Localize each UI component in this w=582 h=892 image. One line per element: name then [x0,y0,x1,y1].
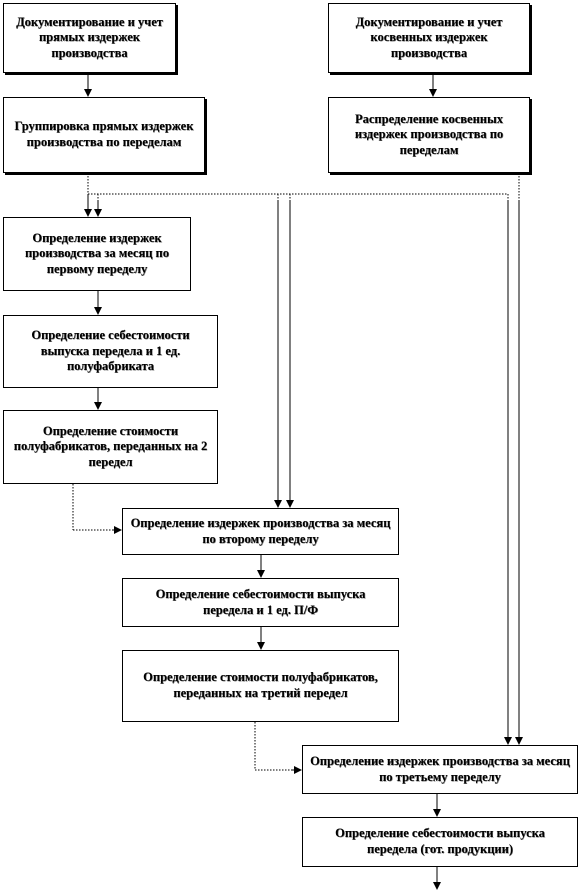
distribution-bus [87,173,520,200]
stage3-costs-box: Определение издержек производства за мес… [302,745,578,794]
stage1-costs-box: Определение издержек производства за мес… [3,217,191,291]
direct-costs-grouping-box: Группировка прямых издержек производства… [3,97,205,173]
indirect-costs-documentation-box: Документирование и учет косвенных издерж… [328,3,530,73]
stage2-costs-box: Определение издержек производства за мес… [122,508,399,555]
stage2-output-cost-box: Определение себестоимости выпуска переде… [122,578,399,627]
stage1-transfer-value-box: Определение стоимости полуфабрикатов, пе… [3,410,218,484]
stage2-transfer-value-box: Определение стоимости полуфабрикатов, пе… [122,650,399,722]
stage3-output-cost-box: Определение себестоимости выпуска переде… [302,817,578,867]
indirect-costs-distribution-box: Распределение косвенных издержек произво… [328,97,530,173]
direct-costs-documentation-box: Документирование и учет прямых издержек … [3,3,176,73]
stage1-output-cost-box: Определение себестоимости выпуска переде… [3,315,218,388]
